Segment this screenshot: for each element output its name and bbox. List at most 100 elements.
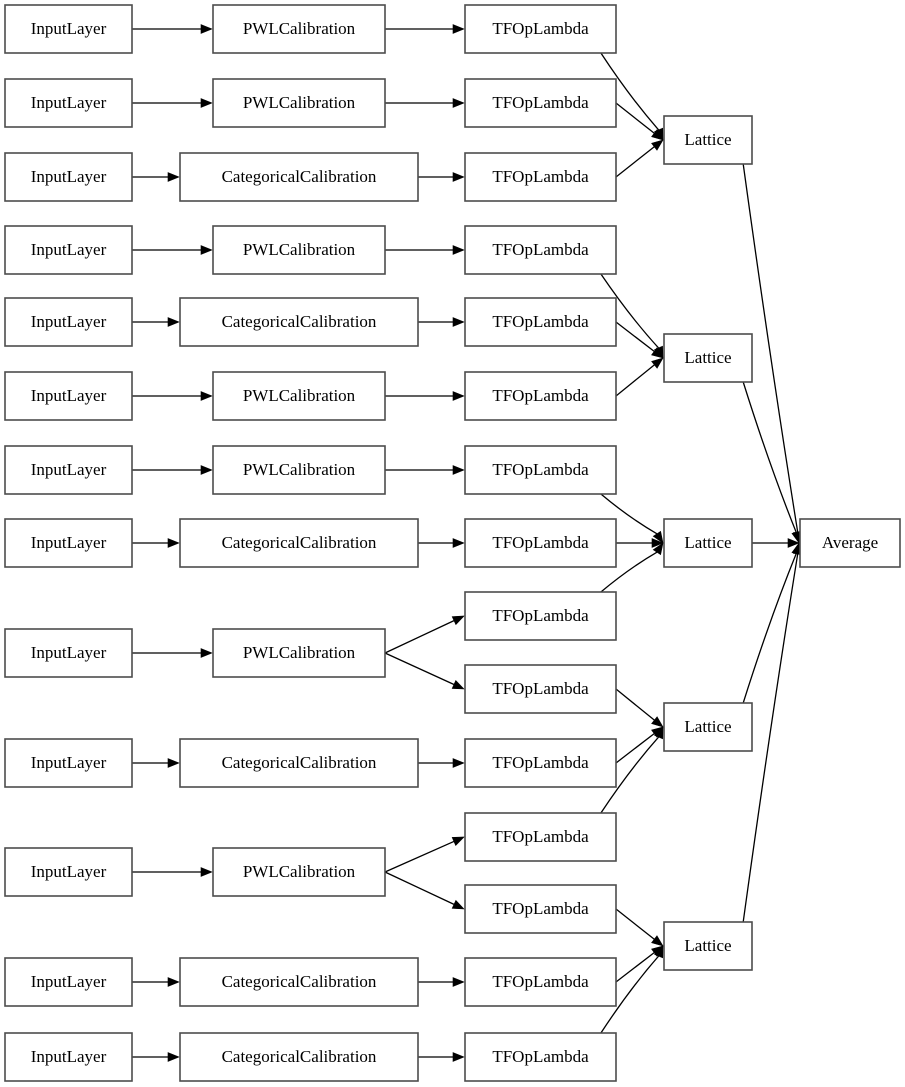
edge-line-tfop-lambda-to-lattice xyxy=(600,273,660,349)
node-box[interactable] xyxy=(212,225,386,275)
node-lat4-lattice[interactable]: Lattice xyxy=(663,702,753,752)
node-box[interactable] xyxy=(464,738,617,788)
node-in10-input-layer[interactable]: InputLayer xyxy=(4,738,133,788)
node-in1-input-layer[interactable]: InputLayer xyxy=(4,4,133,54)
node-tf3-tfop-lambda[interactable]: TFOpLambda xyxy=(464,152,617,202)
node-box[interactable] xyxy=(464,591,617,641)
node-box[interactable] xyxy=(663,702,753,752)
node-box[interactable] xyxy=(663,518,753,568)
node-box[interactable] xyxy=(4,1032,133,1082)
node-tf9-tfop-lambda[interactable]: TFOpLambda xyxy=(464,591,617,641)
node-tf5-tfop-lambda[interactable]: TFOpLambda xyxy=(464,297,617,347)
node-tf12-tfop-lambda[interactable]: TFOpLambda xyxy=(464,812,617,862)
node-cal7-pwlcalibration[interactable]: PWLCalibration xyxy=(212,445,386,495)
node-cal6-pwlcalibration[interactable]: PWLCalibration xyxy=(212,371,386,421)
node-in7-input-layer[interactable]: InputLayer xyxy=(4,445,133,495)
edge-arrowhead xyxy=(452,98,465,108)
node-cal10-categorical-calibration[interactable]: CategoricalCalibration xyxy=(179,738,419,788)
node-tf11-tfop-lambda[interactable]: TFOpLambda xyxy=(464,738,617,788)
node-box[interactable] xyxy=(4,78,133,128)
node-box[interactable] xyxy=(179,957,419,1007)
node-cal1-pwlcalibration[interactable]: PWLCalibration xyxy=(212,4,386,54)
node-box[interactable] xyxy=(4,847,133,897)
node-box[interactable] xyxy=(212,4,386,54)
node-box[interactable] xyxy=(464,1032,617,1082)
node-label: InputLayer xyxy=(31,93,107,112)
node-cal2-pwlcalibration[interactable]: PWLCalibration xyxy=(212,78,386,128)
node-box[interactable] xyxy=(4,371,133,421)
node-box[interactable] xyxy=(464,664,617,714)
node-box[interactable] xyxy=(179,152,419,202)
node-box[interactable] xyxy=(179,518,419,568)
node-box[interactable] xyxy=(464,4,617,54)
node-box[interactable] xyxy=(663,921,753,971)
node-box[interactable] xyxy=(4,225,133,275)
node-in9-input-layer[interactable]: InputLayer xyxy=(4,628,133,678)
node-in5-input-layer[interactable]: InputLayer xyxy=(4,297,133,347)
node-box[interactable] xyxy=(4,297,133,347)
node-box[interactable] xyxy=(179,738,419,788)
node-in13-input-layer[interactable]: InputLayer xyxy=(4,1032,133,1082)
node-cal8-categorical-calibration[interactable]: CategoricalCalibration xyxy=(179,518,419,568)
node-box[interactable] xyxy=(212,847,386,897)
node-in4-input-layer[interactable]: InputLayer xyxy=(4,225,133,275)
node-box[interactable] xyxy=(464,78,617,128)
node-tf6-tfop-lambda[interactable]: TFOpLambda xyxy=(464,371,617,421)
node-box[interactable] xyxy=(464,152,617,202)
node-cal13-categorical-calibration[interactable]: CategoricalCalibration xyxy=(179,1032,419,1082)
node-cal12-categorical-calibration[interactable]: CategoricalCalibration xyxy=(179,957,419,1007)
node-box[interactable] xyxy=(464,297,617,347)
node-tf1-tfop-lambda[interactable]: TFOpLambda xyxy=(464,4,617,54)
node-avg-average[interactable]: Average xyxy=(799,518,901,568)
node-box[interactable] xyxy=(4,957,133,1007)
node-tf10-tfop-lambda[interactable]: TFOpLambda xyxy=(464,664,617,714)
node-box[interactable] xyxy=(464,225,617,275)
node-in11-input-layer[interactable]: InputLayer xyxy=(4,847,133,897)
node-box[interactable] xyxy=(464,957,617,1007)
node-box[interactable] xyxy=(464,884,617,934)
node-box[interactable] xyxy=(4,4,133,54)
node-cal3-categorical-calibration[interactable]: CategoricalCalibration xyxy=(179,152,419,202)
node-in3-input-layer[interactable]: InputLayer xyxy=(4,152,133,202)
edge-line-pwlcalibration-to-tfop-lambda xyxy=(384,652,455,686)
node-tf2-tfop-lambda[interactable]: TFOpLambda xyxy=(464,78,617,128)
node-label: TFOpLambda xyxy=(492,240,589,259)
node-box[interactable] xyxy=(799,518,901,568)
node-label: TFOpLambda xyxy=(492,899,589,918)
node-in12-input-layer[interactable]: InputLayer xyxy=(4,957,133,1007)
node-box[interactable] xyxy=(663,115,753,165)
node-box[interactable] xyxy=(464,371,617,421)
node-box[interactable] xyxy=(212,628,386,678)
node-in2-input-layer[interactable]: InputLayer xyxy=(4,78,133,128)
node-box[interactable] xyxy=(4,152,133,202)
node-box[interactable] xyxy=(464,518,617,568)
node-tf7-tfop-lambda[interactable]: TFOpLambda xyxy=(464,445,617,495)
node-cal11-pwlcalibration[interactable]: PWLCalibration xyxy=(212,847,386,897)
node-tf8-tfop-lambda[interactable]: TFOpLambda xyxy=(464,518,617,568)
node-box[interactable] xyxy=(212,445,386,495)
node-box[interactable] xyxy=(212,371,386,421)
node-tf4-tfop-lambda[interactable]: TFOpLambda xyxy=(464,225,617,275)
node-box[interactable] xyxy=(4,445,133,495)
node-lat5-lattice[interactable]: Lattice xyxy=(663,921,753,971)
node-in6-input-layer[interactable]: InputLayer xyxy=(4,371,133,421)
node-box[interactable] xyxy=(464,812,617,862)
node-box[interactable] xyxy=(4,628,133,678)
node-tf14-tfop-lambda[interactable]: TFOpLambda xyxy=(464,957,617,1007)
node-lat3-lattice[interactable]: Lattice xyxy=(663,518,753,568)
node-box[interactable] xyxy=(464,445,617,495)
node-tf13-tfop-lambda[interactable]: TFOpLambda xyxy=(464,884,617,934)
node-lat1-lattice[interactable]: Lattice xyxy=(663,115,753,165)
node-box[interactable] xyxy=(663,333,753,383)
node-box[interactable] xyxy=(4,518,133,568)
node-box[interactable] xyxy=(212,78,386,128)
node-cal9-pwlcalibration[interactable]: PWLCalibration xyxy=(212,628,386,678)
node-in8-input-layer[interactable]: InputLayer xyxy=(4,518,133,568)
node-box[interactable] xyxy=(4,738,133,788)
node-cal4-pwlcalibration[interactable]: PWLCalibration xyxy=(212,225,386,275)
node-cal5-categorical-calibration[interactable]: CategoricalCalibration xyxy=(179,297,419,347)
node-tf15-tfop-lambda[interactable]: TFOpLambda xyxy=(464,1032,617,1082)
node-box[interactable] xyxy=(179,297,419,347)
node-lat2-lattice[interactable]: Lattice xyxy=(663,333,753,383)
node-box[interactable] xyxy=(179,1032,419,1082)
